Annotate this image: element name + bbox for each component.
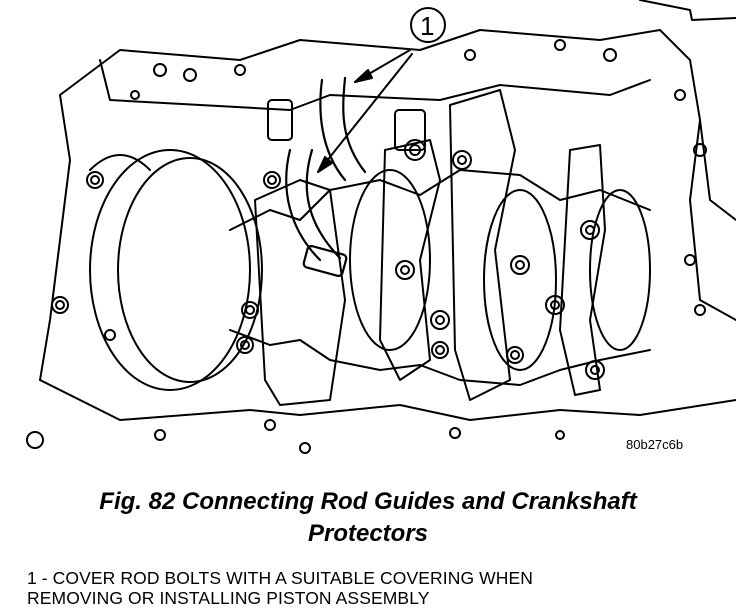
- image-code: 80b27c6b: [626, 437, 684, 452]
- rod-bolt-protectors: [285, 76, 367, 278]
- engine-block-illustration: 1: [26, 0, 736, 454]
- connecting-rod-4: [545, 144, 606, 396]
- caption-line-2: Protectors: [307, 520, 429, 547]
- leader-line-2: [317, 53, 413, 173]
- connecting-rod-3: [449, 89, 530, 401]
- front-counterweight: [51, 149, 263, 391]
- callout-1: 1: [317, 7, 446, 173]
- callout-circle: [410, 7, 446, 43]
- connecting-rod-1: [236, 99, 346, 406]
- callout-note: 1 - COVER ROD BOLTS WITH A SUITABLE COVE…: [27, 568, 533, 608]
- callout-number: 1: [420, 11, 434, 41]
- figure-caption: Fig. 82 Connecting Rod Guides and Cranks…: [0, 486, 736, 550]
- caption-line-1: Fig. 82 Connecting Rod Guides and Cranks…: [99, 488, 637, 515]
- connecting-rod-2: [379, 109, 450, 381]
- crankshaft: [229, 169, 651, 386]
- note-line-1: 1 - COVER ROD BOLTS WITH A SUITABLE COVE…: [27, 568, 533, 588]
- leader-arrow-2: [317, 156, 333, 173]
- engine-block: [39, 0, 736, 421]
- leader-arrow-1: [354, 69, 373, 83]
- pan-rail-bolt-holes: [26, 419, 565, 454]
- note-line-2: REMOVING OR INSTALLING PISTON ASSEMBLY: [27, 588, 430, 608]
